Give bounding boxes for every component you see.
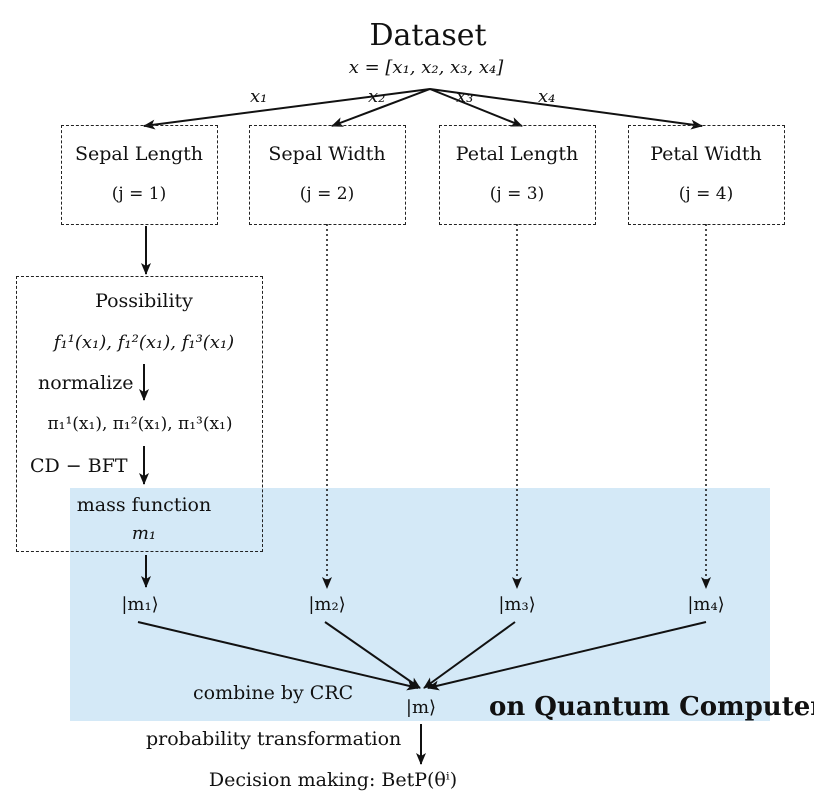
edge-label-x2: x₂	[368, 86, 386, 107]
feature-name-petal-length: Petal Length	[455, 143, 579, 165]
arrow-dataset-to-sepal-length	[143, 88, 431, 130]
ket-m1: |m₁⟩	[121, 594, 159, 615]
feature-name-sepal-length: Sepal Length	[75, 143, 203, 165]
feature-box-sepal-width	[249, 125, 406, 225]
quantum-computer-label: on Quantum Computer	[489, 692, 814, 722]
edge-label-x4: x₄	[538, 86, 556, 107]
arrow-dataset-to-petal-length	[429, 88, 523, 127]
feature-index-petal-length: (j = 3)	[489, 184, 545, 204]
feature-name-sepal-width: Sepal Width	[268, 143, 386, 165]
arrow-m1-to-m	[137, 621, 419, 691]
feature-index-petal-width: (j = 4)	[678, 184, 734, 204]
arrow-m4-to-m	[427, 621, 707, 691]
arrow-dataset-to-petal-width	[429, 88, 703, 130]
feature-index-sepal-length: (j = 1)	[111, 184, 167, 204]
probability-transformation-label: probability transformation	[146, 728, 402, 750]
mass-function-label: mass function	[76, 494, 212, 516]
decision-making-label: Decision making: BetP(θⁱ)	[208, 769, 458, 791]
possibility-pi-line: π₁¹(x₁), π₁²(x₁), π₁³(x₁)	[47, 414, 233, 434]
feature-box-petal-length	[439, 125, 596, 225]
ket-m3: |m₃⟩	[498, 594, 536, 615]
combined-ket: |m⟩	[405, 697, 437, 718]
arrow-m2-to-m	[324, 621, 421, 689]
arrow-m3-to-m	[423, 621, 516, 689]
edge-label-x3: x₃	[456, 86, 474, 107]
possibility-title: Possibility	[95, 290, 193, 312]
edge-label-x1: x₁	[250, 86, 268, 107]
arrow-dataset-to-sepal-width	[331, 88, 431, 127]
normalize-label: normalize	[38, 372, 134, 394]
dataset-formula: x = [x₁, x₂, x₃, x₄]	[348, 57, 504, 78]
mass-symbol: m₁	[131, 523, 157, 544]
feature-box-petal-width	[628, 125, 785, 225]
feature-box-sepal-length	[61, 125, 218, 225]
cd-bft-label: CD − BFT	[30, 455, 128, 477]
ket-m4: |m₄⟩	[687, 594, 725, 615]
possibility-box	[16, 276, 263, 552]
dataset-title: Dataset	[369, 18, 487, 53]
possibility-f-line: f₁¹(x₁), f₁²(x₁), f₁³(x₁)	[53, 332, 235, 353]
feature-index-sepal-width: (j = 2)	[299, 184, 355, 204]
combine-label: combine by CRC	[193, 682, 354, 704]
feature-name-petal-width: Petal Width	[650, 143, 762, 165]
ket-m2: |m₂⟩	[308, 594, 346, 615]
